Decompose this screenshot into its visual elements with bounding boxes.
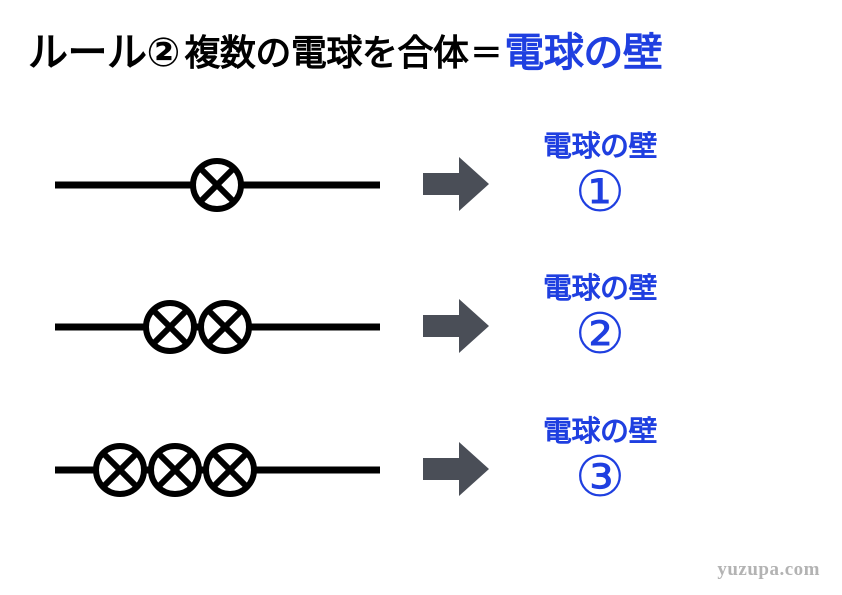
result-label-text: 電球の壁 bbox=[542, 416, 658, 448]
lamp-symbol bbox=[198, 300, 252, 354]
diagram-row: 電球の壁 ③ bbox=[0, 415, 842, 525]
title-rule-label: ルール bbox=[28, 31, 147, 75]
lamp-symbol bbox=[143, 300, 197, 354]
lamp-symbol bbox=[190, 158, 244, 212]
circuit-diagram-one-lamp bbox=[50, 130, 385, 240]
site-watermark: yuzupa.com bbox=[717, 559, 820, 580]
diagram-row: 電球の壁 ② bbox=[0, 272, 842, 382]
result-circled-number: ① bbox=[574, 160, 626, 224]
diagram-row: 電球の壁 ① bbox=[0, 130, 842, 240]
result-label-group: 電球の壁 ① bbox=[505, 132, 695, 240]
circuit-diagram-two-lamps bbox=[50, 272, 385, 382]
result-circled-number: ③ bbox=[574, 445, 626, 509]
title-rule-number: ② bbox=[146, 31, 181, 75]
lamp-symbol bbox=[203, 443, 257, 497]
lamp-symbol bbox=[148, 443, 202, 497]
lamp-symbol bbox=[93, 443, 147, 497]
title-middle-text: 複数の電球を合体 bbox=[184, 32, 469, 73]
right-arrow-icon bbox=[421, 439, 491, 499]
page-title: ルール ② 複数の電球を合体 ＝ 電球の壁 bbox=[28, 22, 818, 84]
title-result-text: 電球の壁 bbox=[504, 31, 663, 75]
circuit-diagram-three-lamps bbox=[50, 415, 385, 525]
result-label-text: 電球の壁 bbox=[542, 131, 658, 163]
result-circled-number: ② bbox=[574, 302, 626, 366]
result-label-group: 電球の壁 ② bbox=[505, 274, 695, 382]
right-arrow-icon bbox=[421, 296, 491, 356]
result-label-text: 電球の壁 bbox=[542, 273, 658, 305]
title-equals-sign: ＝ bbox=[470, 35, 503, 71]
result-label-group: 電球の壁 ③ bbox=[505, 417, 695, 525]
right-arrow-icon bbox=[421, 154, 491, 214]
